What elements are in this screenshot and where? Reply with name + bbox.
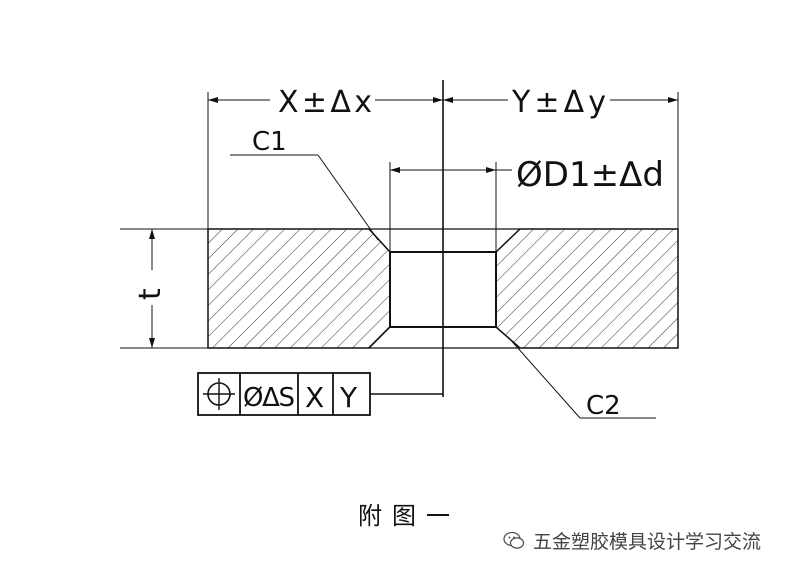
extension-lines	[120, 92, 679, 349]
fcf-datum-x: X	[305, 381, 324, 414]
thickness-dimension: t	[133, 229, 168, 348]
y-dimension: Y±Δy	[443, 85, 678, 120]
c1-label: C1	[252, 127, 287, 157]
fcf-datum-y: Y	[339, 381, 358, 414]
x-dimension: X±Δx	[208, 85, 443, 120]
plate-right-hatch	[495, 228, 679, 349]
d1-dimension-label: ØD1±Δd	[516, 155, 664, 195]
c2-callout: C2	[507, 336, 656, 421]
c2-label: C2	[586, 391, 621, 421]
thickness-label: t	[133, 288, 168, 300]
plate-left-hatch	[207, 228, 391, 349]
c1-callout: C1	[230, 127, 379, 241]
watermark: 五金塑胶模具设计学习交流	[503, 527, 761, 554]
x-dimension-label: X±Δx	[278, 85, 372, 120]
feature-control-frame: ØΔS X Y	[197, 372, 443, 416]
y-dimension-label: Y±Δy	[511, 85, 606, 120]
fcf-tolerance: ØΔS	[243, 383, 295, 413]
watermark-text: 五金塑胶模具设计学习交流	[533, 531, 762, 553]
d1-dimension: ØD1±Δd	[390, 155, 664, 195]
wechat-icon	[503, 531, 525, 549]
position-icon	[203, 378, 235, 410]
figure-caption: 附图一	[358, 502, 460, 530]
plate-section	[207, 228, 679, 349]
